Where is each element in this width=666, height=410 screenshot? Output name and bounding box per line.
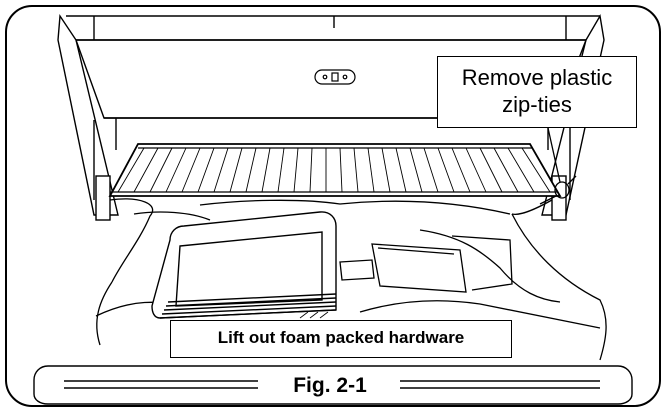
packing-foam (95, 198, 607, 361)
zip-tie (539, 175, 577, 205)
lid-thermometer (314, 69, 356, 85)
cardboard-inserts (339, 235, 513, 293)
drip-pan-stack (151, 211, 337, 319)
callout-remove-zip-ties: Remove plastic zip-ties (437, 56, 637, 128)
callout-lift-foam-hardware: Lift out foam packed hardware (170, 320, 512, 358)
callout-zip-ties-line1: Remove plastic (461, 65, 613, 90)
figure-caption: Fig. 2-1 (270, 370, 390, 402)
warming-rack (108, 143, 562, 197)
callout-foam-text: Lift out foam packed hardware (217, 328, 465, 347)
callout-pointer-line (547, 127, 561, 183)
callout-zip-ties-line2: zip-ties (502, 92, 572, 117)
